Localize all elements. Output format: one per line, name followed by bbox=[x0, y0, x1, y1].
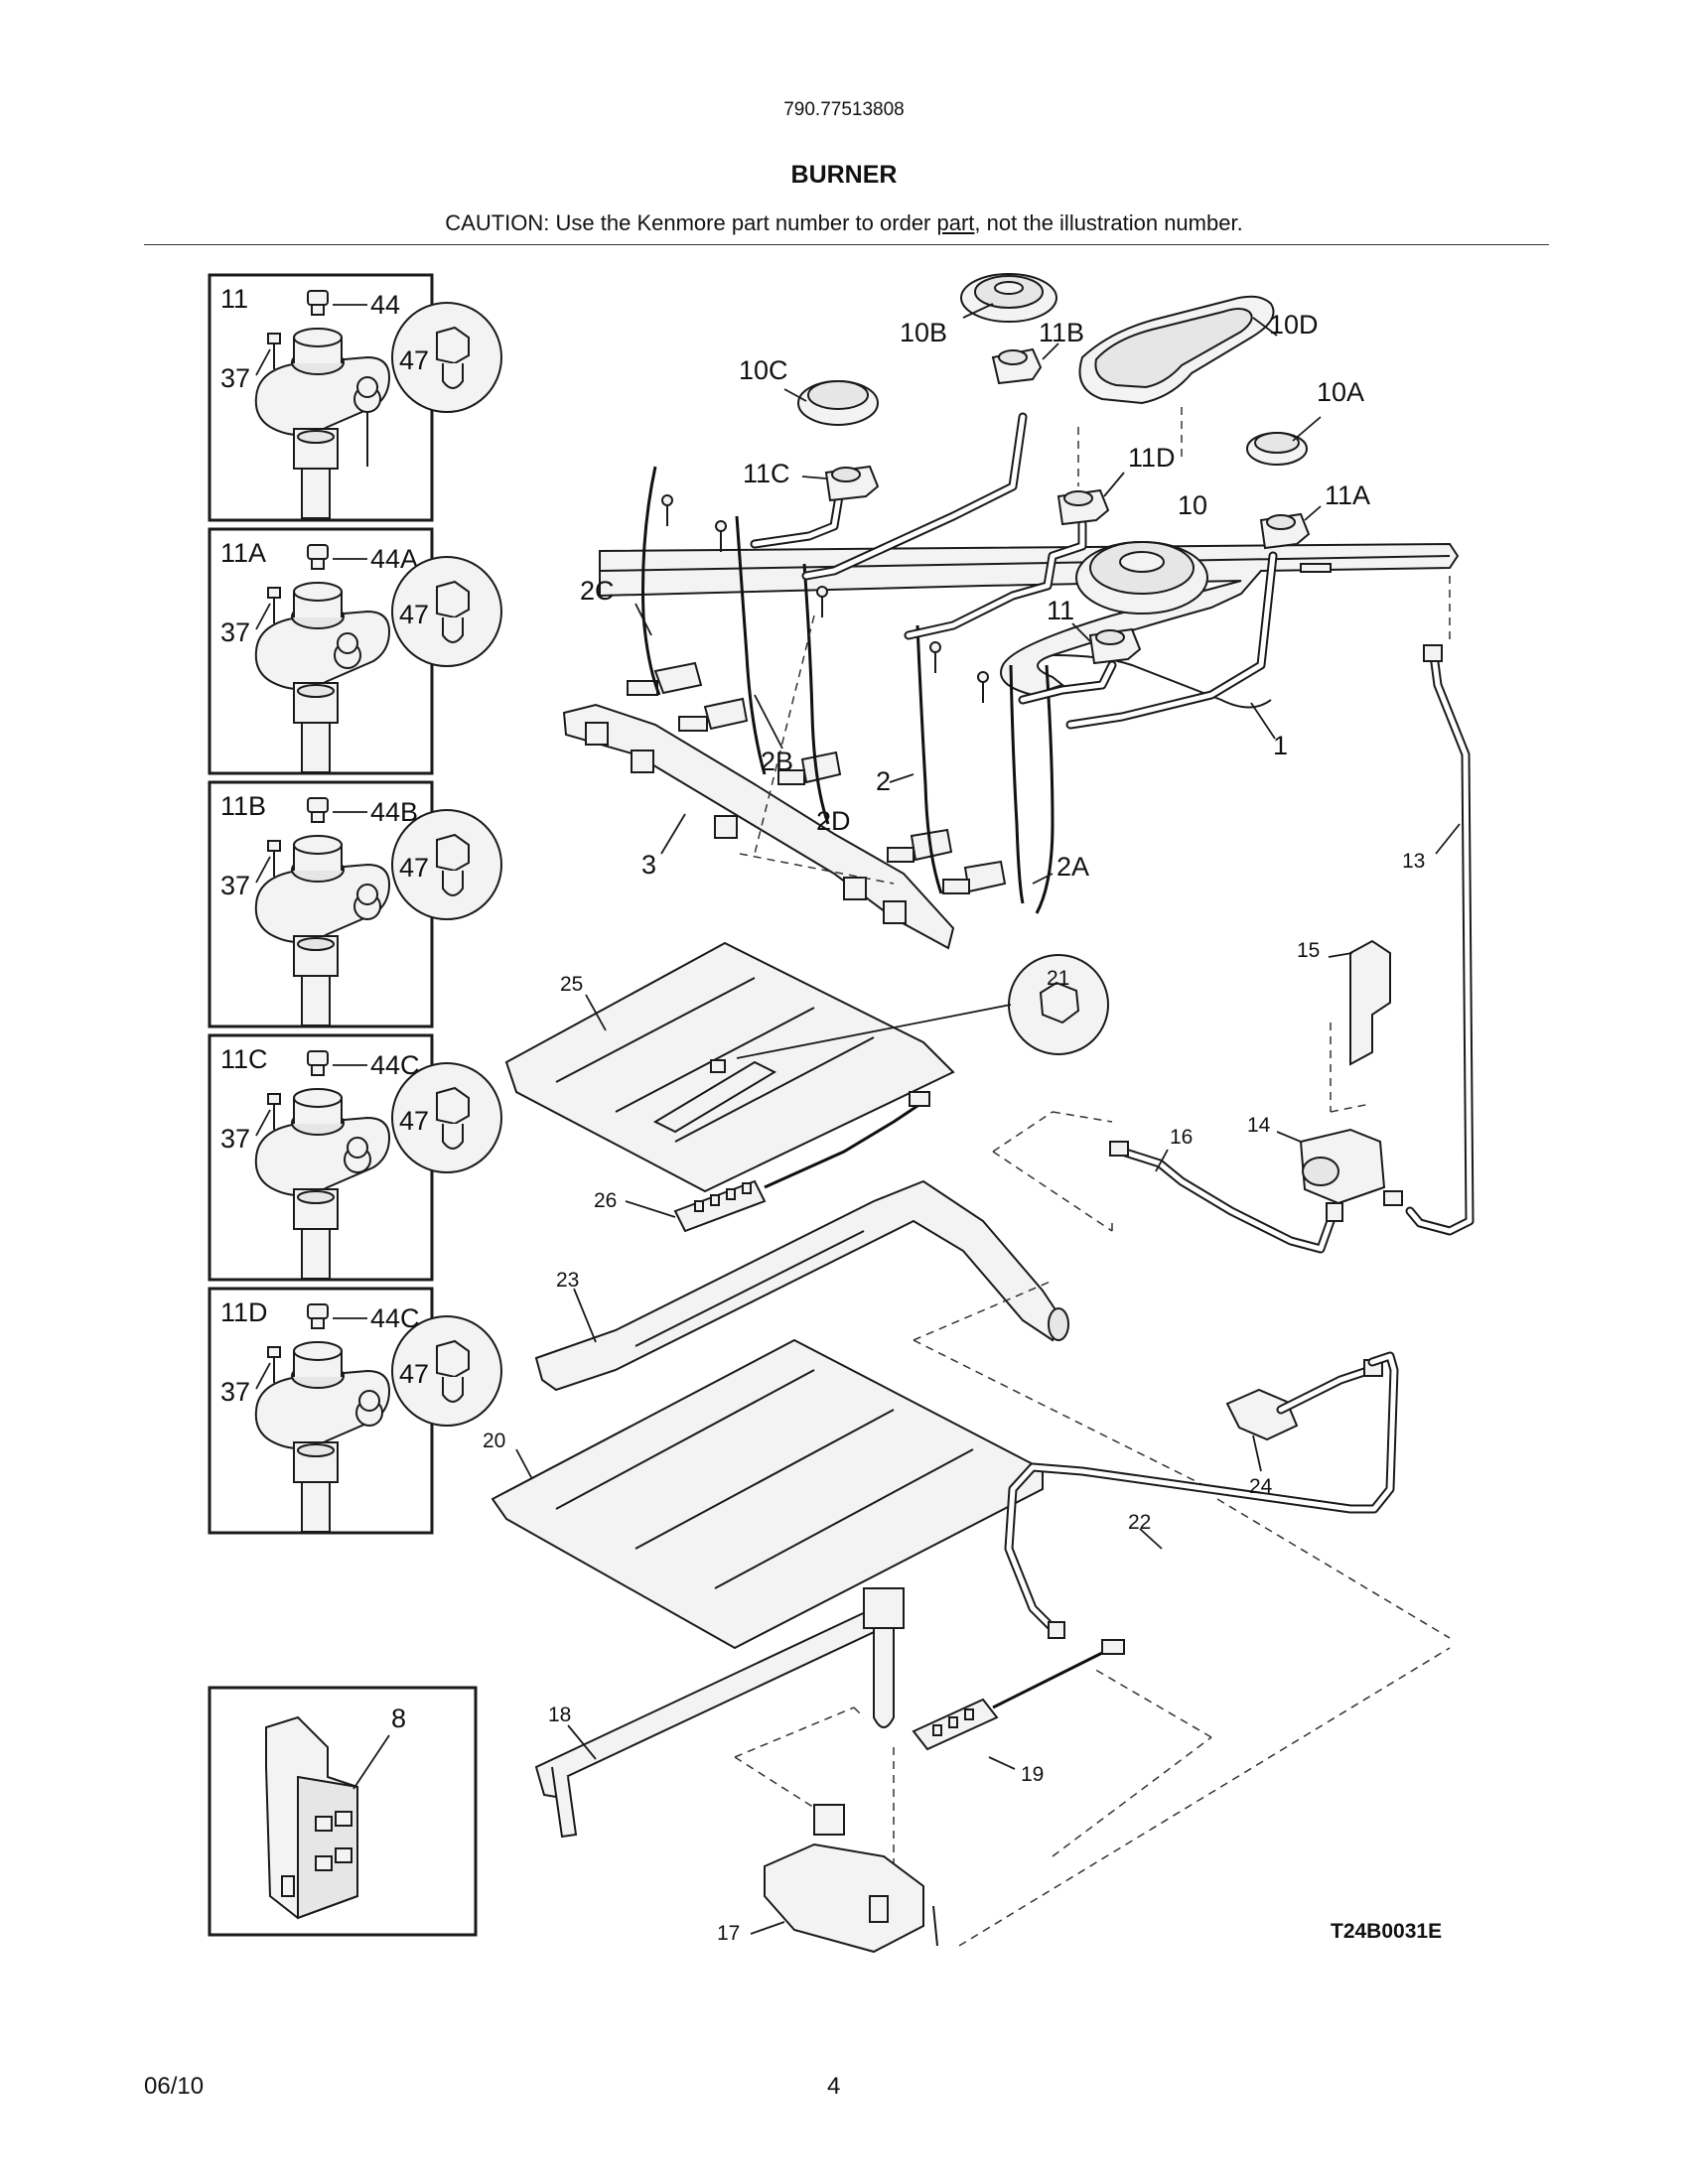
callout-8: 8 bbox=[391, 1704, 406, 1733]
igniter-19 bbox=[912, 1639, 1125, 1751]
bracket-15 bbox=[1330, 939, 1391, 1113]
inset-label-screw: 37 bbox=[220, 871, 250, 900]
safety-valve-17 bbox=[764, 1804, 938, 1954]
alignment-lines-upper bbox=[739, 407, 1451, 885]
callout-10D: 10D bbox=[1269, 310, 1319, 340]
inset-label-orifice: 47 bbox=[399, 1359, 429, 1389]
caution-note: CAUTION: Use the Kenmore part number to … bbox=[0, 210, 1688, 236]
callout-11D: 11D bbox=[1128, 443, 1176, 473]
valve-inset-11C: 11C 44C 37 47 bbox=[208, 1033, 502, 1282]
inset-label-screw: 37 bbox=[220, 617, 250, 647]
callout-22: 22 bbox=[1128, 1511, 1151, 1534]
callout-25: 25 bbox=[560, 973, 583, 996]
inset-label-screw: 37 bbox=[220, 1377, 250, 1407]
oven-tube-22 bbox=[1004, 1351, 1399, 1639]
callout-19: 19 bbox=[1021, 1763, 1044, 1786]
page-number: 4 bbox=[827, 2073, 841, 2100]
valve-inset-11: 11 44 37 47 bbox=[208, 273, 502, 522]
callout-11A: 11A bbox=[1325, 480, 1370, 510]
callout-11: 11 bbox=[1047, 596, 1074, 625]
model-number: 790.77513808 bbox=[783, 99, 905, 120]
callout-1: 1 bbox=[1273, 731, 1288, 760]
inset-label-cap: 44 bbox=[370, 290, 400, 320]
nut-21 bbox=[736, 954, 1109, 1059]
oven-tube-24 bbox=[1225, 1359, 1383, 1441]
callout-2C: 2C bbox=[580, 576, 615, 606]
spark-module-inset: 8 bbox=[208, 1686, 478, 1937]
callout-20: 20 bbox=[483, 1430, 505, 1452]
callout-10B: 10B bbox=[900, 318, 947, 347]
footer-date: 06/10 bbox=[144, 2073, 205, 2100]
callout-2: 2 bbox=[876, 766, 891, 796]
valve-inset-11D: 11D 44C 37 47 bbox=[208, 1287, 502, 1535]
inset-label-orifice: 47 bbox=[399, 853, 429, 883]
inset-label-screw: 37 bbox=[220, 363, 250, 393]
mounting-screws bbox=[661, 494, 989, 703]
callout-11C: 11C bbox=[743, 459, 790, 488]
gas-valves bbox=[627, 661, 1007, 894]
heat-shield-25 bbox=[504, 941, 955, 1193]
inset-label-valve: 11A bbox=[220, 538, 266, 568]
inset-label-valve: 11C bbox=[220, 1044, 268, 1074]
callout-10C: 10C bbox=[739, 355, 788, 385]
inset-label-valve: 11 bbox=[220, 284, 248, 314]
diagram-code: T24B0031E bbox=[1331, 1920, 1442, 1943]
callout-21: 21 bbox=[1047, 967, 1069, 990]
callout-2B: 2B bbox=[761, 747, 793, 776]
callout-18: 18 bbox=[548, 1704, 571, 1726]
valve-bracket bbox=[562, 703, 955, 950]
caution-part-link: part bbox=[936, 210, 975, 235]
callout-labels: 10B 11B 10D 10C 10A 11C 11D 10 11A 11 2C… bbox=[483, 310, 1442, 1945]
callout-26: 26 bbox=[594, 1189, 617, 1212]
supply-tubes bbox=[750, 412, 1278, 730]
inset-label-orifice: 47 bbox=[399, 600, 429, 629]
section-title: BURNER bbox=[790, 161, 898, 189]
igniter-26 bbox=[673, 1091, 930, 1233]
callout-leaders bbox=[515, 303, 1461, 1935]
inset-label-cap: 44B bbox=[370, 797, 418, 827]
callout-24: 24 bbox=[1249, 1475, 1273, 1498]
inset-label-screw: 37 bbox=[220, 1124, 250, 1154]
callout-15: 15 bbox=[1297, 939, 1320, 962]
callout-16: 16 bbox=[1170, 1126, 1193, 1149]
valve-inset-11B: 11B 44B 37 47 bbox=[208, 780, 502, 1028]
inset-label-valve: 11B bbox=[220, 791, 266, 821]
ignition-wires bbox=[641, 466, 1055, 914]
callout-11B: 11B bbox=[1039, 318, 1084, 347]
callout-2D: 2D bbox=[816, 806, 851, 836]
callout-3: 3 bbox=[641, 850, 656, 880]
callout-14: 14 bbox=[1247, 1114, 1271, 1137]
callout-2A: 2A bbox=[1056, 852, 1089, 882]
callout-17: 17 bbox=[717, 1922, 740, 1945]
callout-13: 13 bbox=[1402, 850, 1425, 873]
inset-label-orifice: 47 bbox=[399, 1106, 429, 1136]
burner-heads bbox=[797, 273, 1311, 665]
valve-inset-11A: 11A 44A 37 47 bbox=[208, 527, 502, 775]
alignment-lines-lower bbox=[734, 1647, 1451, 1947]
header-divider bbox=[144, 244, 1549, 245]
bake-burner-23 bbox=[534, 1179, 1069, 1392]
callout-10A: 10A bbox=[1317, 377, 1364, 407]
callout-10: 10 bbox=[1178, 490, 1207, 520]
inset-label-orifice: 47 bbox=[399, 345, 429, 375]
gas-line-13 bbox=[1405, 644, 1475, 1236]
caution-text-end: , not the illustration number. bbox=[974, 210, 1243, 235]
alignment-lines-middle bbox=[913, 1111, 1451, 1639]
caution-text: CAUTION: Use the Kenmore part number to … bbox=[445, 210, 937, 235]
inset-label-valve: 11D bbox=[220, 1297, 268, 1327]
callout-23: 23 bbox=[556, 1269, 579, 1292]
inset-label-cap: 44A bbox=[370, 544, 418, 574]
broil-burner-18 bbox=[534, 1587, 905, 1839]
baffle-20 bbox=[491, 1338, 1044, 1650]
